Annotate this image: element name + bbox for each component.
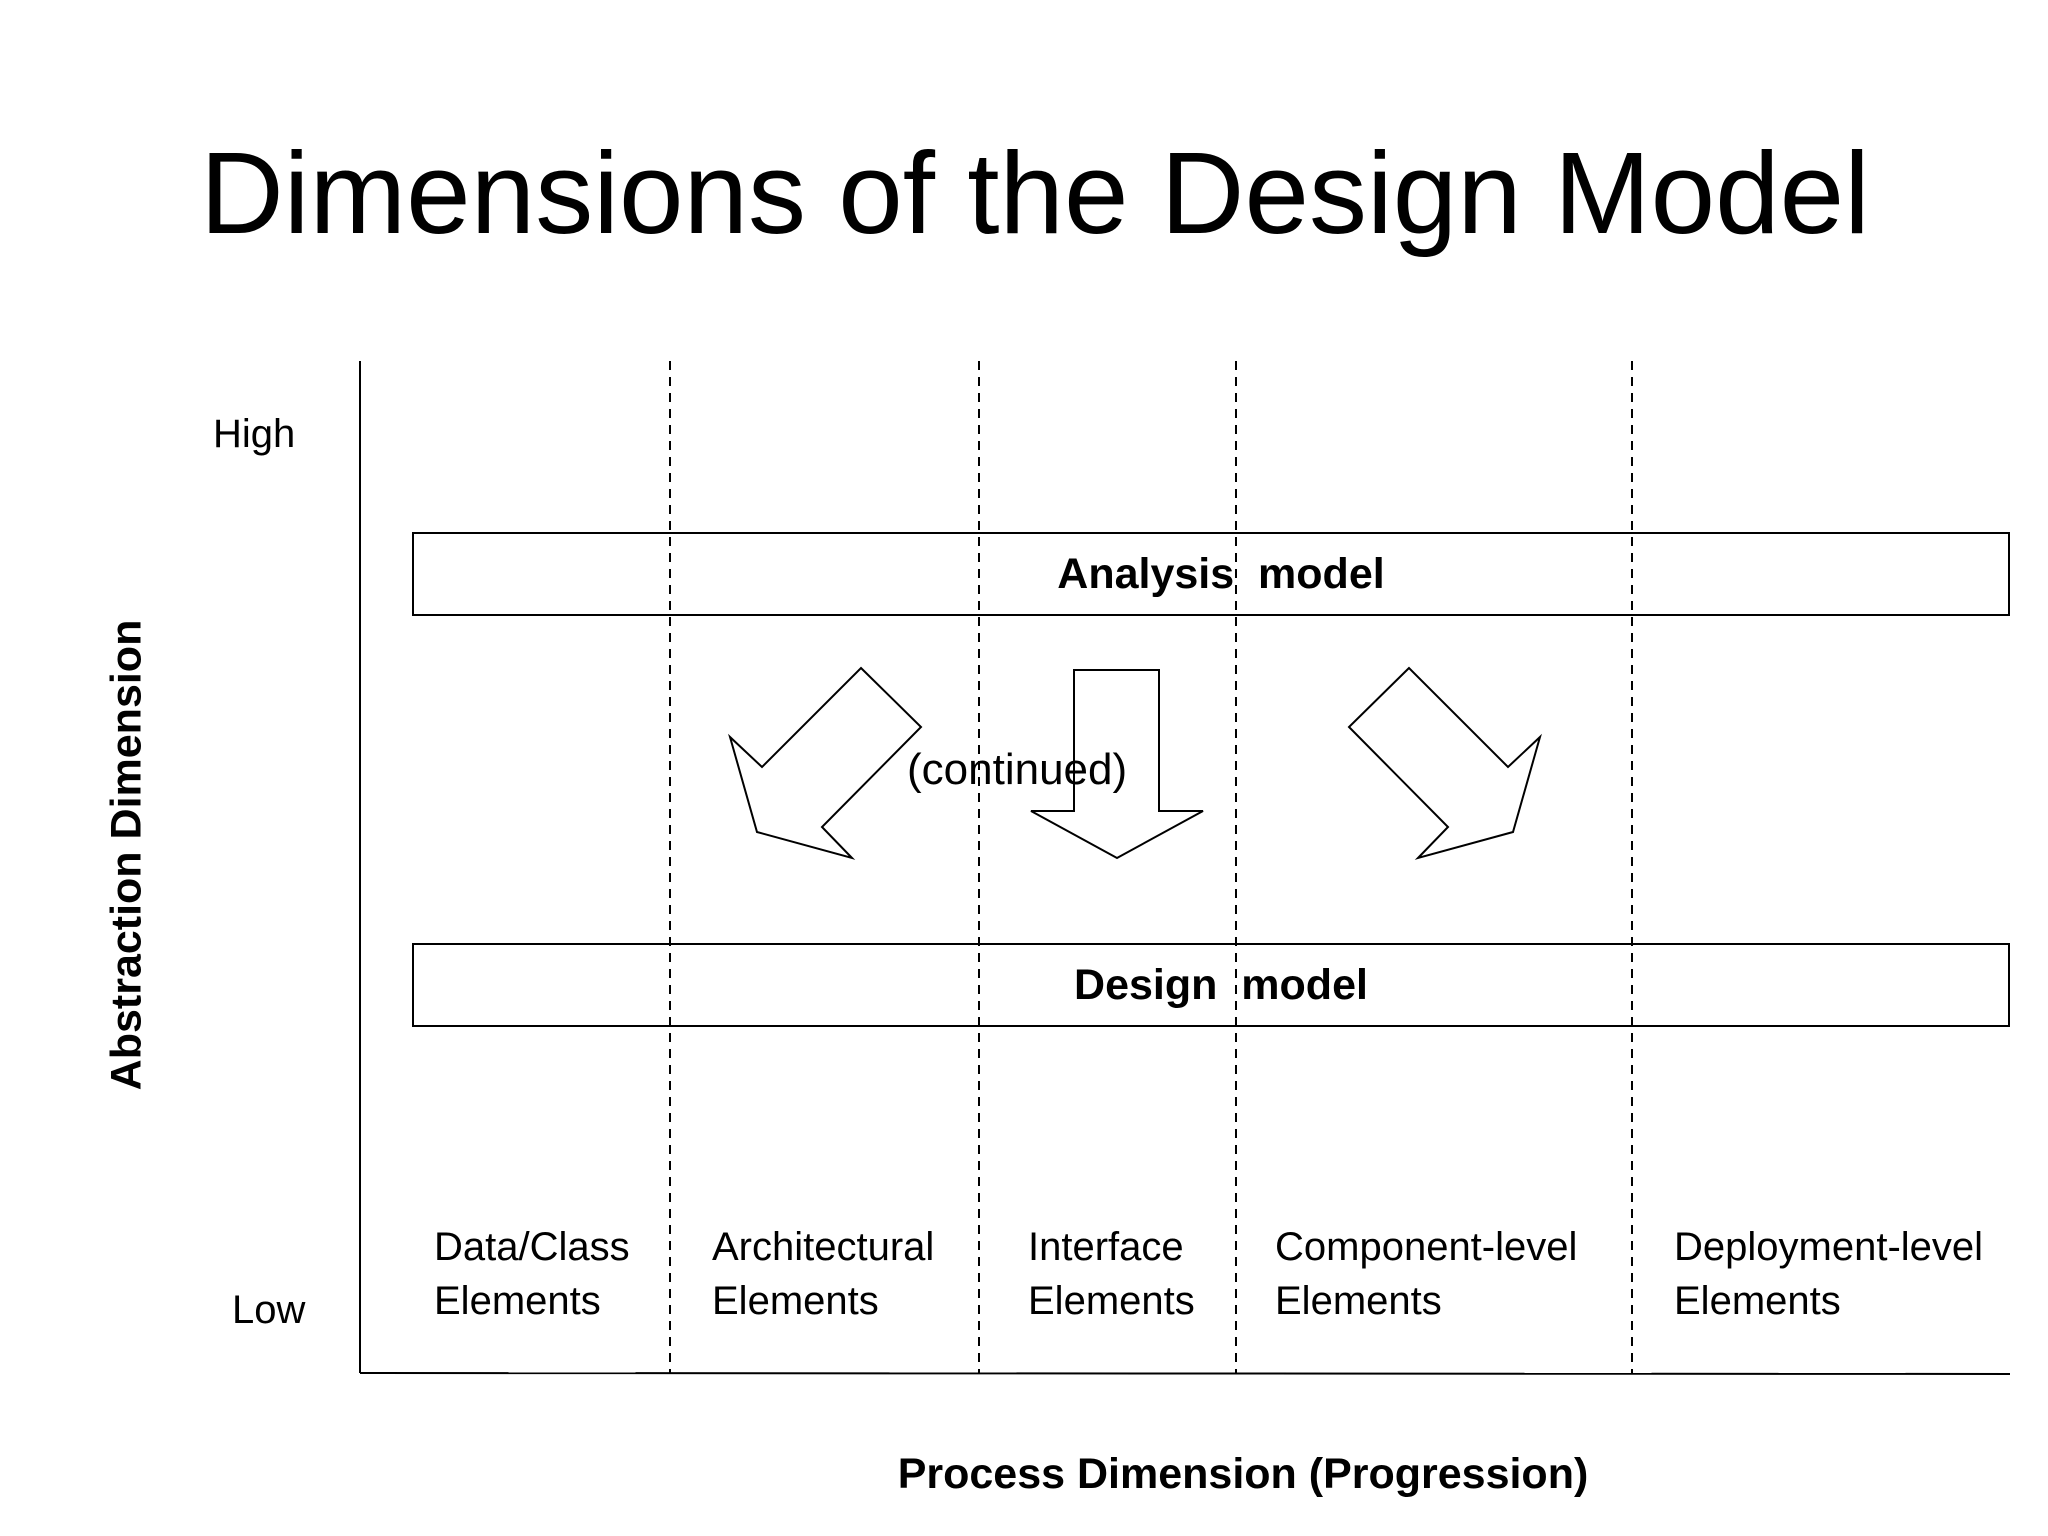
x-axis-label: Process Dimension (Progression) xyxy=(897,1450,1589,1498)
column-label-component-level: Component-level Elements xyxy=(1275,1220,1577,1328)
column-label-line: Interface xyxy=(1028,1225,1184,1269)
column-label-interface: Interface Elements xyxy=(1028,1220,1195,1328)
abstraction-low-label: Low xyxy=(232,1288,306,1332)
column-label-line: Elements xyxy=(434,1279,601,1323)
column-label-line: Component-level xyxy=(1275,1225,1578,1269)
column-label-line: Architectural xyxy=(712,1225,935,1269)
column-label-line: Elements xyxy=(1674,1279,1841,1323)
arrow-down-icon xyxy=(1030,669,1204,860)
design-model-label: Design model xyxy=(1074,960,1368,1009)
abstraction-high-label: High xyxy=(213,412,296,456)
column-label-line: Elements xyxy=(1028,1279,1195,1323)
column-label-data-class: Data/Class Elements xyxy=(434,1220,630,1328)
column-label-line: Elements xyxy=(1275,1279,1442,1323)
y-axis-label: Abstraction Dimension xyxy=(102,619,151,1091)
column-label-architectural: Architectural Elements xyxy=(712,1220,934,1328)
column-label-line: Elements xyxy=(712,1279,879,1323)
column-label-line: Deployment-level xyxy=(1674,1225,1984,1269)
analysis-model-band: Analysis model xyxy=(412,532,2010,616)
column-label-line: Data/Class xyxy=(434,1225,630,1269)
column-label-deployment-level: Deployment-level Elements xyxy=(1674,1220,1983,1328)
arrow-down-left-icon xyxy=(728,666,923,860)
analysis-model-label: Analysis model xyxy=(1057,549,1385,598)
x-axis-line xyxy=(359,1372,2011,1375)
arrow-down-right-icon xyxy=(1347,666,1542,860)
design-model-band: Design model xyxy=(412,943,2010,1027)
slide-title: Dimensions of the Design Model xyxy=(200,128,1870,258)
continued-note: (continued) xyxy=(907,745,1128,794)
